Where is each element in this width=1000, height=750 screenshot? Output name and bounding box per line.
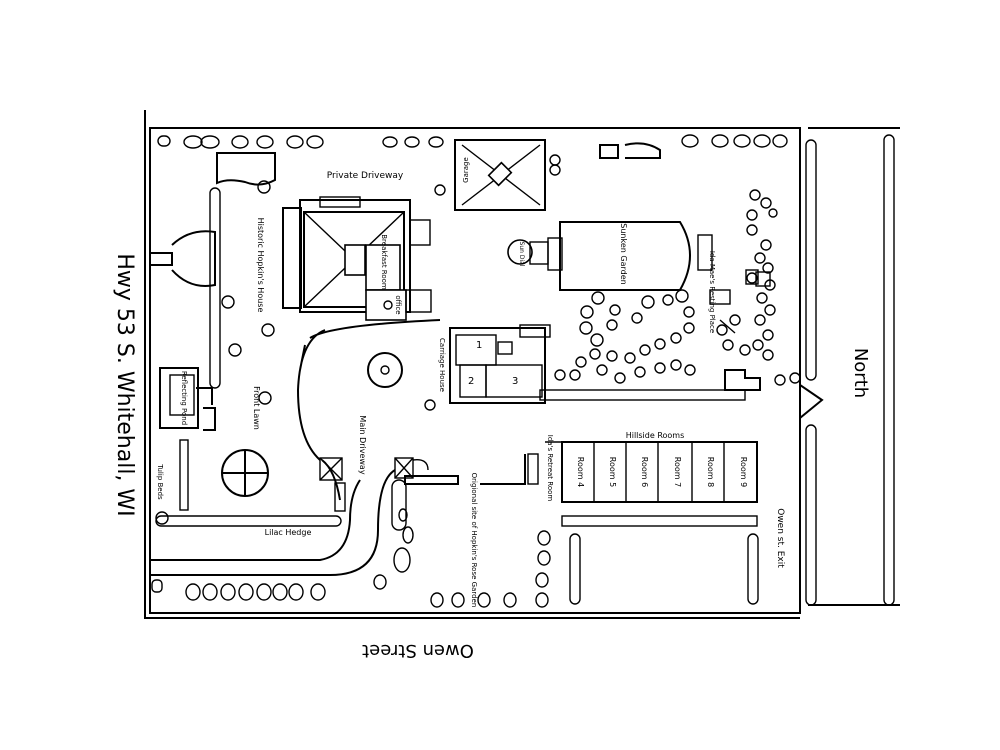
lawn-shrubs: [221, 295, 436, 411]
garden-path-stones: [554, 289, 696, 384]
north-arrow: [799, 135, 824, 605]
reflecting-pond: [159, 367, 199, 429]
lilac-hedge-label: Lilac Hedge: [265, 528, 312, 537]
tulip-beds-label: Tulip Beds: [156, 463, 164, 500]
room-9: Room 9: [739, 457, 748, 487]
sunken-garden: [507, 221, 713, 291]
room-5: Room 5: [608, 457, 617, 487]
east-garden-stones: [709, 189, 801, 386]
room-6: Room 6: [640, 457, 649, 487]
road-median-north: [805, 139, 817, 381]
carriage-house-building: [449, 327, 546, 404]
office-room: [365, 289, 407, 321]
street-shrubs: [151, 530, 551, 608]
exit-label: Owen st. Exit: [775, 508, 785, 568]
carriage-unit-3: 3: [512, 376, 518, 387]
entry-stub: [150, 252, 173, 266]
entry-circle: [171, 230, 216, 287]
sun-dial-label: Sun Dial: [518, 242, 525, 267]
road-edges: [808, 127, 900, 606]
front-lawn-label: Front Lawn: [252, 386, 261, 430]
street-label: Owen Street: [362, 640, 474, 661]
garage-label: Garage: [462, 157, 470, 183]
carriage-unit-1: 1: [476, 340, 482, 351]
top-shrubs: [157, 134, 788, 149]
main-driveway-label: Main Driveway: [358, 415, 367, 474]
room-7: Room 7: [673, 457, 682, 487]
room-8: Room 8: [706, 457, 715, 487]
highway-label: Hwy 53 S. Whitehall, WI: [112, 253, 137, 516]
historic-house: [282, 196, 432, 321]
fountain: [221, 449, 269, 497]
road-median-south: [805, 424, 817, 606]
garden-bed: [216, 152, 276, 186]
hillside-rooms-label: Hillside Rooms: [626, 431, 685, 440]
hillside-rooms-block: [545, 441, 758, 503]
front-tree: [367, 352, 403, 388]
property-boundary: [144, 110, 800, 619]
carriage-house-label: Carriage House: [438, 338, 446, 392]
private-driveway-label: Private Driveway: [327, 171, 404, 181]
entry-walk: [209, 187, 221, 389]
room-4: Room 4: [576, 457, 585, 487]
breakfast-room-label: Breakfast Room: [380, 234, 388, 290]
historic-house-label: Historic Hopkin's House: [256, 218, 265, 313]
north-label: North: [850, 348, 871, 398]
retreat-room-label: Ida's Retreat Room: [546, 435, 554, 502]
main-driveway-inner: [150, 479, 361, 561]
hillside-walk: [561, 515, 758, 527]
office-label: office: [394, 295, 402, 314]
sun-dial: [507, 239, 533, 265]
road-median-east: [883, 134, 895, 606]
main-driveway-outer: [150, 469, 396, 576]
reflecting-pond-label: Reflecting Pond: [180, 371, 188, 425]
rose-garden-label: Origional site of Hopkin's Rose Garden: [470, 473, 478, 608]
breakfast-room: [365, 244, 401, 291]
lilac-hedge: [155, 515, 342, 527]
resting-place-label: Ida Mae's Resting Place: [708, 251, 716, 333]
carriage-unit-2: 2: [468, 376, 474, 387]
garage-building: [434, 139, 561, 211]
carriage-walk: [539, 389, 746, 401]
sunken-garden-label: Sunken Garden: [619, 223, 628, 284]
